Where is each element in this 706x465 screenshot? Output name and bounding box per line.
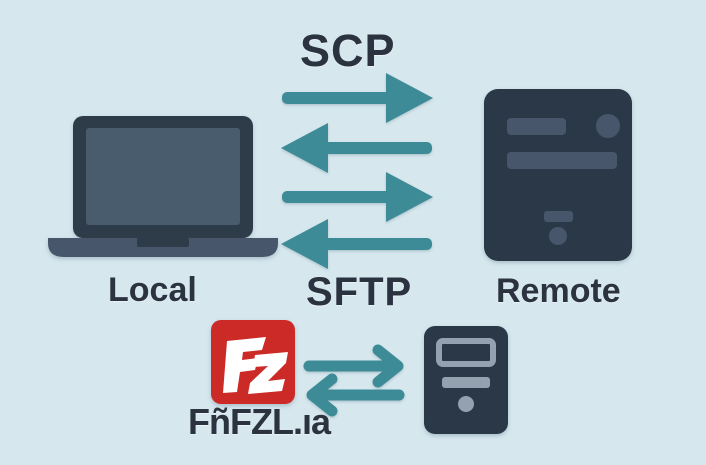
filezilla-mark-f <box>223 337 266 393</box>
label-filezilla: FñFZL.ıa <box>188 401 331 442</box>
pc-vent-bar <box>442 377 490 388</box>
scp-arrow-group <box>281 73 433 269</box>
label-sftp: SFTP <box>306 270 413 314</box>
laptop-icon <box>48 116 278 257</box>
arrow-left-1 <box>281 123 432 173</box>
arrow-right-small <box>303 344 404 388</box>
laptop-base <box>48 238 278 257</box>
server-bar-3 <box>544 211 573 222</box>
server-indicator-light <box>596 114 620 138</box>
arrow-right-2 <box>282 172 433 222</box>
laptop-screen <box>86 128 240 225</box>
server-power-dot <box>549 227 567 245</box>
pc-power-dot <box>458 396 474 412</box>
server-tower-icon <box>484 89 632 261</box>
pc-tower-icon <box>424 326 508 434</box>
server-bar-2 <box>507 152 617 169</box>
filezilla-mark-z <box>248 352 288 394</box>
laptop-notch <box>137 238 189 247</box>
server-bar-1 <box>507 118 566 135</box>
label-local: Local <box>108 271 197 309</box>
label-scp: SCP <box>300 25 396 76</box>
arrow-right-1 <box>282 73 433 123</box>
arrow-left-small <box>306 373 405 417</box>
sftp-arrow-group <box>303 344 405 417</box>
pc-drive-bay <box>436 338 496 367</box>
arrow-left-2 <box>281 219 432 269</box>
filezilla-logo-icon <box>211 320 295 404</box>
label-remote: Remote <box>496 272 621 310</box>
